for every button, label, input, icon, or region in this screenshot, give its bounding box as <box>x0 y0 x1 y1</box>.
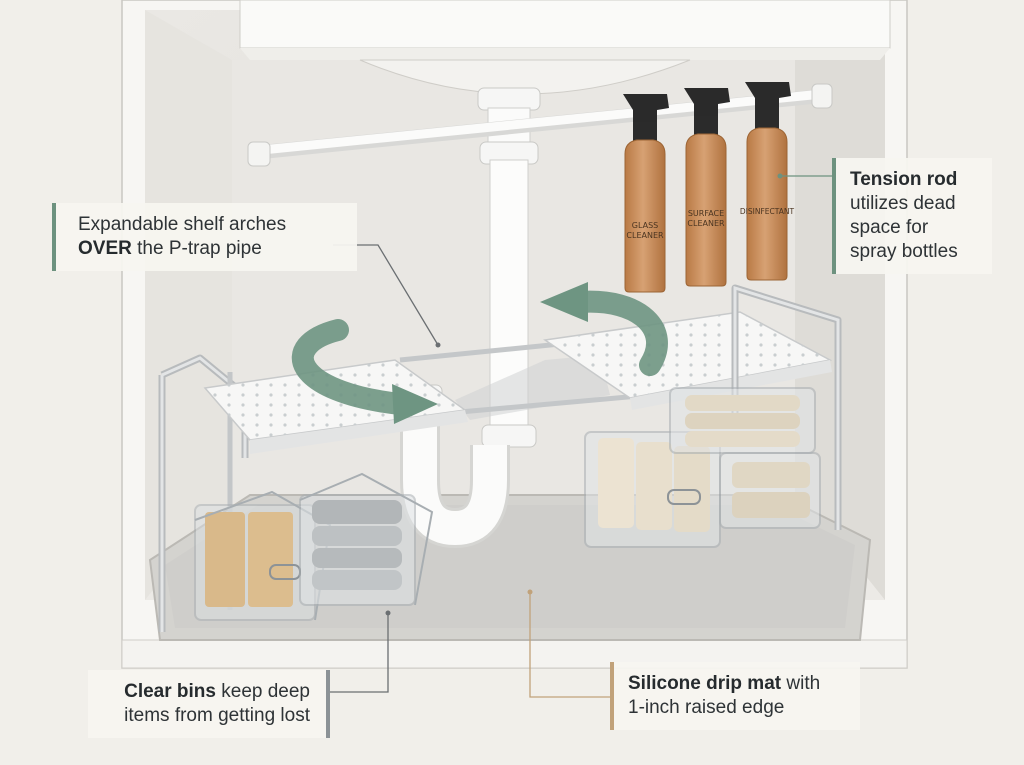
spray-bottles: GLASS CLEANER SURFACE CLEANER DISINFECTA… <box>623 82 795 293</box>
callout-accent-bar <box>52 203 56 271</box>
bottle-label-1a: GLASS <box>632 221 658 230</box>
callout-drip-mat: Silicone drip mat with 1-inch raised edg… <box>610 662 860 730</box>
callout-bins-line1: Clear bins keep deep <box>104 680 310 704</box>
callout-mat-bold: Silicone drip mat <box>628 673 782 694</box>
callout-clear-bins: Clear bins keep deep items from getting … <box>88 670 330 738</box>
bin-stacked-bottom <box>719 452 821 529</box>
callout-rod-title: Tension rod <box>850 169 958 190</box>
spray-bottle-3: DISINFECTANT <box>740 82 795 281</box>
bottle-label-3: DISINFECTANT <box>740 207 795 216</box>
bin-sponges <box>194 490 332 621</box>
spray-bottle-1: GLASS CLEANER <box>623 94 669 293</box>
bin-soaps <box>584 431 721 548</box>
clear-bins <box>194 387 821 621</box>
callout-rod-bold: Tension rod <box>850 168 976 192</box>
curved-arrow-left-icon <box>291 319 438 424</box>
callout-bins-bold: Clear bins <box>124 681 216 702</box>
callout-shelf-rest: the P-trap pipe <box>131 238 262 259</box>
callout-expandable-shelf: Expandable shelf arches OVER the P-trap … <box>52 203 357 271</box>
bin-stacked-top <box>669 387 816 454</box>
callout-accent-bar <box>326 670 330 738</box>
callout-rod-line4: spray bottles <box>850 241 958 262</box>
callout-bins-line2: items from getting lost <box>124 705 310 726</box>
callout-shelf-line1: Expandable shelf arches <box>78 214 287 235</box>
tension-rod <box>247 83 833 167</box>
callout-mat-line2: 1-inch raised edge <box>628 697 785 718</box>
curved-arrow-right-icon <box>540 282 668 376</box>
bin-towels <box>299 472 434 606</box>
curved-arrows <box>291 282 668 424</box>
callout-accent-bar <box>610 662 614 730</box>
bottle-label-1b: CLEANER <box>626 231 664 240</box>
callout-shelf-bold: OVER <box>78 238 132 259</box>
callout-mat-rest: with <box>781 673 821 694</box>
callout-rod-line2: utilizes dead <box>850 193 956 214</box>
callout-shelf-line2: OVER the P-trap pipe <box>78 237 341 261</box>
callout-bins-rest: keep deep <box>215 681 310 702</box>
callout-rod-line3: space for <box>850 217 929 238</box>
spray-bottle-2: SURFACE CLEANER <box>684 88 730 287</box>
bottle-label-2b: CLEANER <box>687 219 725 228</box>
bottle-label-2a: SURFACE <box>688 209 724 218</box>
callout-mat-line1: Silicone drip mat with <box>628 672 844 696</box>
callout-accent-bar <box>832 158 836 274</box>
callout-tension-rod: Tension rod utilizes dead space for spra… <box>832 158 992 274</box>
